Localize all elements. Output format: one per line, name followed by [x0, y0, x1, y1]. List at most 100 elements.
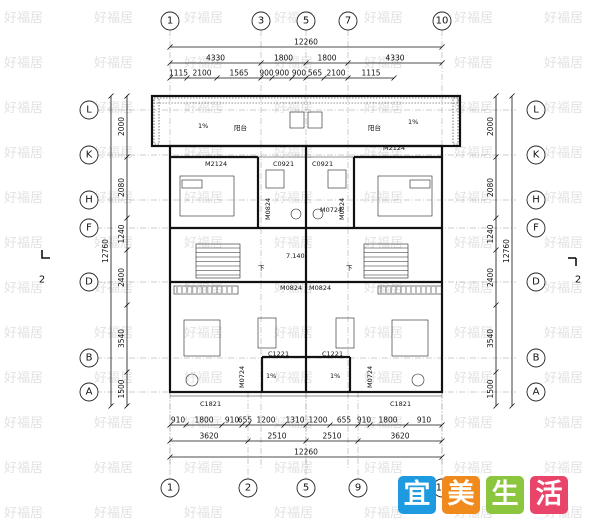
- watermark-text: 好福居: [184, 371, 223, 386]
- watermark-text: 好福居: [184, 281, 223, 296]
- watermark-text: 好福居: [4, 101, 43, 116]
- dim-tick: [167, 454, 173, 460]
- basin-right: [312, 208, 324, 220]
- axis-bubble: B: [526, 348, 546, 368]
- dim-value: 1500: [486, 379, 495, 398]
- door-label: M2124: [383, 144, 405, 152]
- sofa-left: [183, 319, 221, 357]
- dim-tick: [167, 44, 173, 50]
- axis-bubble: D: [79, 272, 99, 292]
- dim-value: 2100: [192, 69, 211, 78]
- toilet-right: [327, 169, 347, 189]
- dim-tick: [219, 422, 225, 428]
- section-mark-right: 2: [575, 275, 581, 286]
- dim-tick: [245, 422, 251, 428]
- logo-char-1: 宜: [398, 476, 436, 514]
- dim-tick: [439, 422, 445, 428]
- watermark-text: 好福居: [454, 146, 493, 161]
- dim-value: 1240: [486, 224, 495, 243]
- axis-label: 3: [258, 16, 264, 27]
- watermark-text: 好福居: [454, 191, 493, 206]
- dim-tick: [214, 75, 220, 81]
- watermark-text: 好福居: [454, 11, 493, 26]
- axis-label: 9: [355, 483, 361, 494]
- axis-bubble: B: [79, 348, 99, 368]
- dim-tick: [439, 454, 445, 460]
- watermark-text: 好福居: [544, 326, 583, 341]
- watermark-text: 好福居: [94, 506, 133, 521]
- section-marker-right: 2: [568, 257, 581, 286]
- axis-circle: [238, 478, 258, 498]
- axis-circle: [79, 382, 99, 402]
- watermark-text: 好福居: [184, 416, 223, 431]
- dim-value: 4330: [206, 54, 225, 63]
- dim-value: 900: [275, 69, 290, 78]
- watermark-text: 好福居: [184, 506, 223, 521]
- dim-tick: [183, 422, 189, 428]
- dim-value: 1800: [194, 416, 213, 425]
- pillow-right: [409, 179, 431, 189]
- axis-circle: [296, 11, 316, 31]
- dim-tick: [493, 93, 499, 99]
- axis-bubble: 5: [296, 478, 316, 498]
- axis-bubble: F: [79, 218, 99, 238]
- watermark-text: 好福居: [364, 236, 403, 251]
- logo-char-3: 生: [486, 476, 524, 514]
- dim-tick: [258, 60, 264, 66]
- slope-label: 1%: [266, 372, 276, 380]
- axis-label: 10: [436, 16, 449, 27]
- dim-tick: [493, 403, 499, 409]
- watermark-text: 好福居: [94, 236, 133, 251]
- watermark-text: 好福居: [544, 281, 583, 296]
- dim-value: 1200: [256, 416, 275, 425]
- building-walls: [150, 94, 462, 397]
- watermark-text: 好福居: [544, 461, 583, 476]
- dim-value: 900: [259, 69, 274, 78]
- door-label-vertical: M0724: [366, 366, 374, 388]
- watermark-text: 好福居: [94, 416, 133, 431]
- watermark-text: 好福居: [184, 56, 223, 71]
- axis-label: 2: [245, 483, 251, 494]
- axis-label: A: [86, 387, 93, 398]
- watermark-text: 好福居: [364, 326, 403, 341]
- watermark-text: 好福居: [364, 506, 403, 521]
- dim-value: 655: [337, 416, 352, 425]
- watermark-text: 好福居: [364, 371, 403, 386]
- axis-circle: [160, 478, 180, 498]
- watermark-text: 好福居: [454, 371, 493, 386]
- dim-value: 2100: [326, 69, 345, 78]
- watermark-text: 好福居: [274, 191, 313, 206]
- axis-label: H: [532, 195, 540, 206]
- dim-tick: [167, 75, 173, 81]
- dim-value: 910: [225, 416, 240, 425]
- dim-tick: [509, 93, 515, 99]
- dim-tick: [303, 60, 309, 66]
- dim-value: 2000: [117, 117, 126, 136]
- window-label: C1821: [390, 400, 411, 408]
- watermark-text: 好福居: [184, 191, 223, 206]
- axis-label: F: [86, 223, 92, 234]
- watermark-text: 好福居: [454, 416, 493, 431]
- stair-direction-label: 下: [346, 264, 353, 272]
- axis-circle: [338, 11, 358, 31]
- door-label: M2124: [205, 160, 227, 168]
- dim-tick: [355, 438, 361, 444]
- dim-tick: [258, 75, 264, 81]
- axis-bubble: 9: [348, 478, 368, 498]
- bed-right: [377, 175, 433, 217]
- watermark-text: 好福居: [364, 101, 403, 116]
- dim-value: 4330: [385, 54, 404, 63]
- axis-label: 1: [167, 483, 173, 494]
- watermark-text: 好福居: [4, 371, 43, 386]
- watermark-text: 好福居: [364, 461, 403, 476]
- axis-label: 5: [303, 16, 309, 27]
- balcony-railing-right: [452, 97, 459, 145]
- axis-circle: [526, 218, 546, 238]
- balcony-railing-left: [153, 97, 160, 145]
- dim-value: 2080: [486, 178, 495, 197]
- dim-value: 1800: [317, 54, 336, 63]
- axis-label: B: [533, 353, 540, 364]
- dim-value: 2510: [322, 432, 341, 441]
